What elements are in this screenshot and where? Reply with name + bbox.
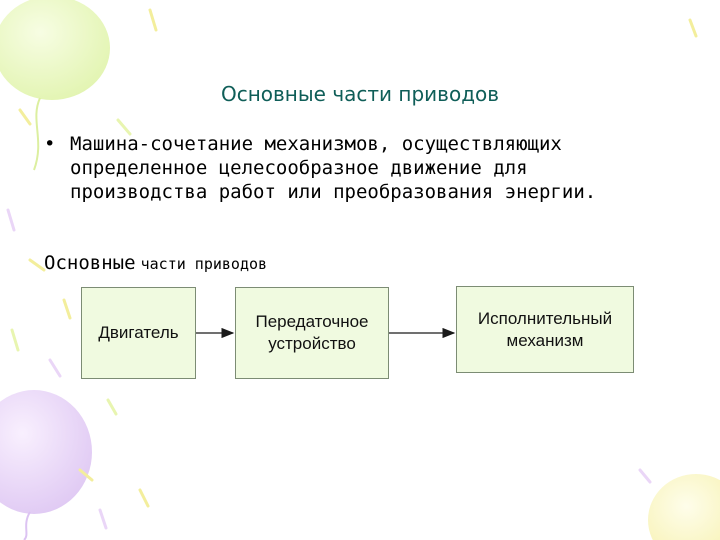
diagram-subheading: Основные части приводов — [44, 252, 267, 274]
motor-label: Двигатель — [98, 323, 179, 342]
green-balloon-string — [33, 97, 41, 171]
subheading-small-part: части приводов — [140, 255, 268, 273]
actuator-label-line2: механизм — [506, 330, 584, 350]
yellow-balloon — [648, 474, 720, 540]
green-balloon — [0, 0, 110, 100]
purple-balloon-string — [23, 511, 31, 540]
transmission-label-line1: Передаточное — [255, 312, 369, 331]
confetti-streaks — [6, 8, 698, 530]
subheading-large-part: Основные — [44, 252, 136, 274]
actuator-label-line1: Исполнительный — [477, 308, 613, 328]
actuator-box: Исполнительный механизм — [456, 286, 634, 373]
transmission-label-line2: устройство — [268, 334, 356, 353]
transmission-box: Передаточное устройство — [235, 287, 389, 379]
purple-balloon — [0, 390, 92, 514]
motor-box: Двигатель — [81, 287, 196, 379]
slide-title: Основные части приводов — [220, 82, 500, 106]
bullet-text: Машина-сочетание механизмов, осуществляю… — [70, 133, 597, 203]
bullet-dot-icon: • — [44, 133, 56, 155]
